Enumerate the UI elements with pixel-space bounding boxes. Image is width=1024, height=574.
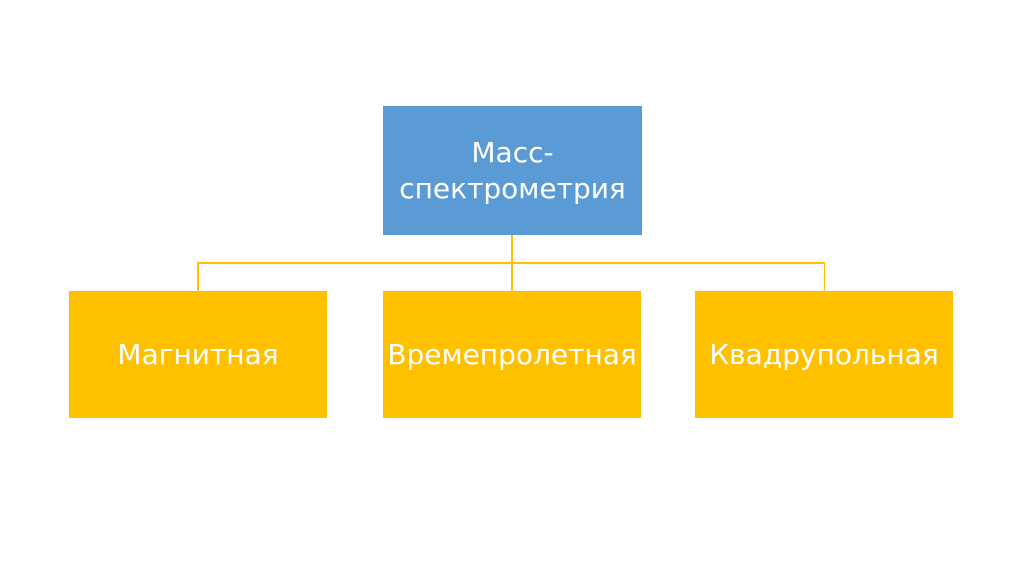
diagram-node-time-of-flight[interactable]: Времепролетная: [383, 291, 641, 418]
node-label: Квадрупольная: [709, 337, 939, 371]
connector-drop-left: [197, 262, 199, 291]
diagram-node-mass-spectrometry[interactable]: Масс-спектрометрия: [383, 106, 642, 235]
diagram-node-magnetic[interactable]: Магнитная: [69, 291, 327, 418]
diagram-node-quadrupole[interactable]: Квадрупольная: [695, 291, 953, 418]
connector-crossbar: [197, 262, 825, 264]
node-label: Времепролетная: [387, 337, 637, 371]
node-label: Масс-спектрометрия: [399, 135, 626, 205]
node-label: Магнитная: [117, 337, 279, 371]
connector-drop-right: [823, 262, 825, 291]
